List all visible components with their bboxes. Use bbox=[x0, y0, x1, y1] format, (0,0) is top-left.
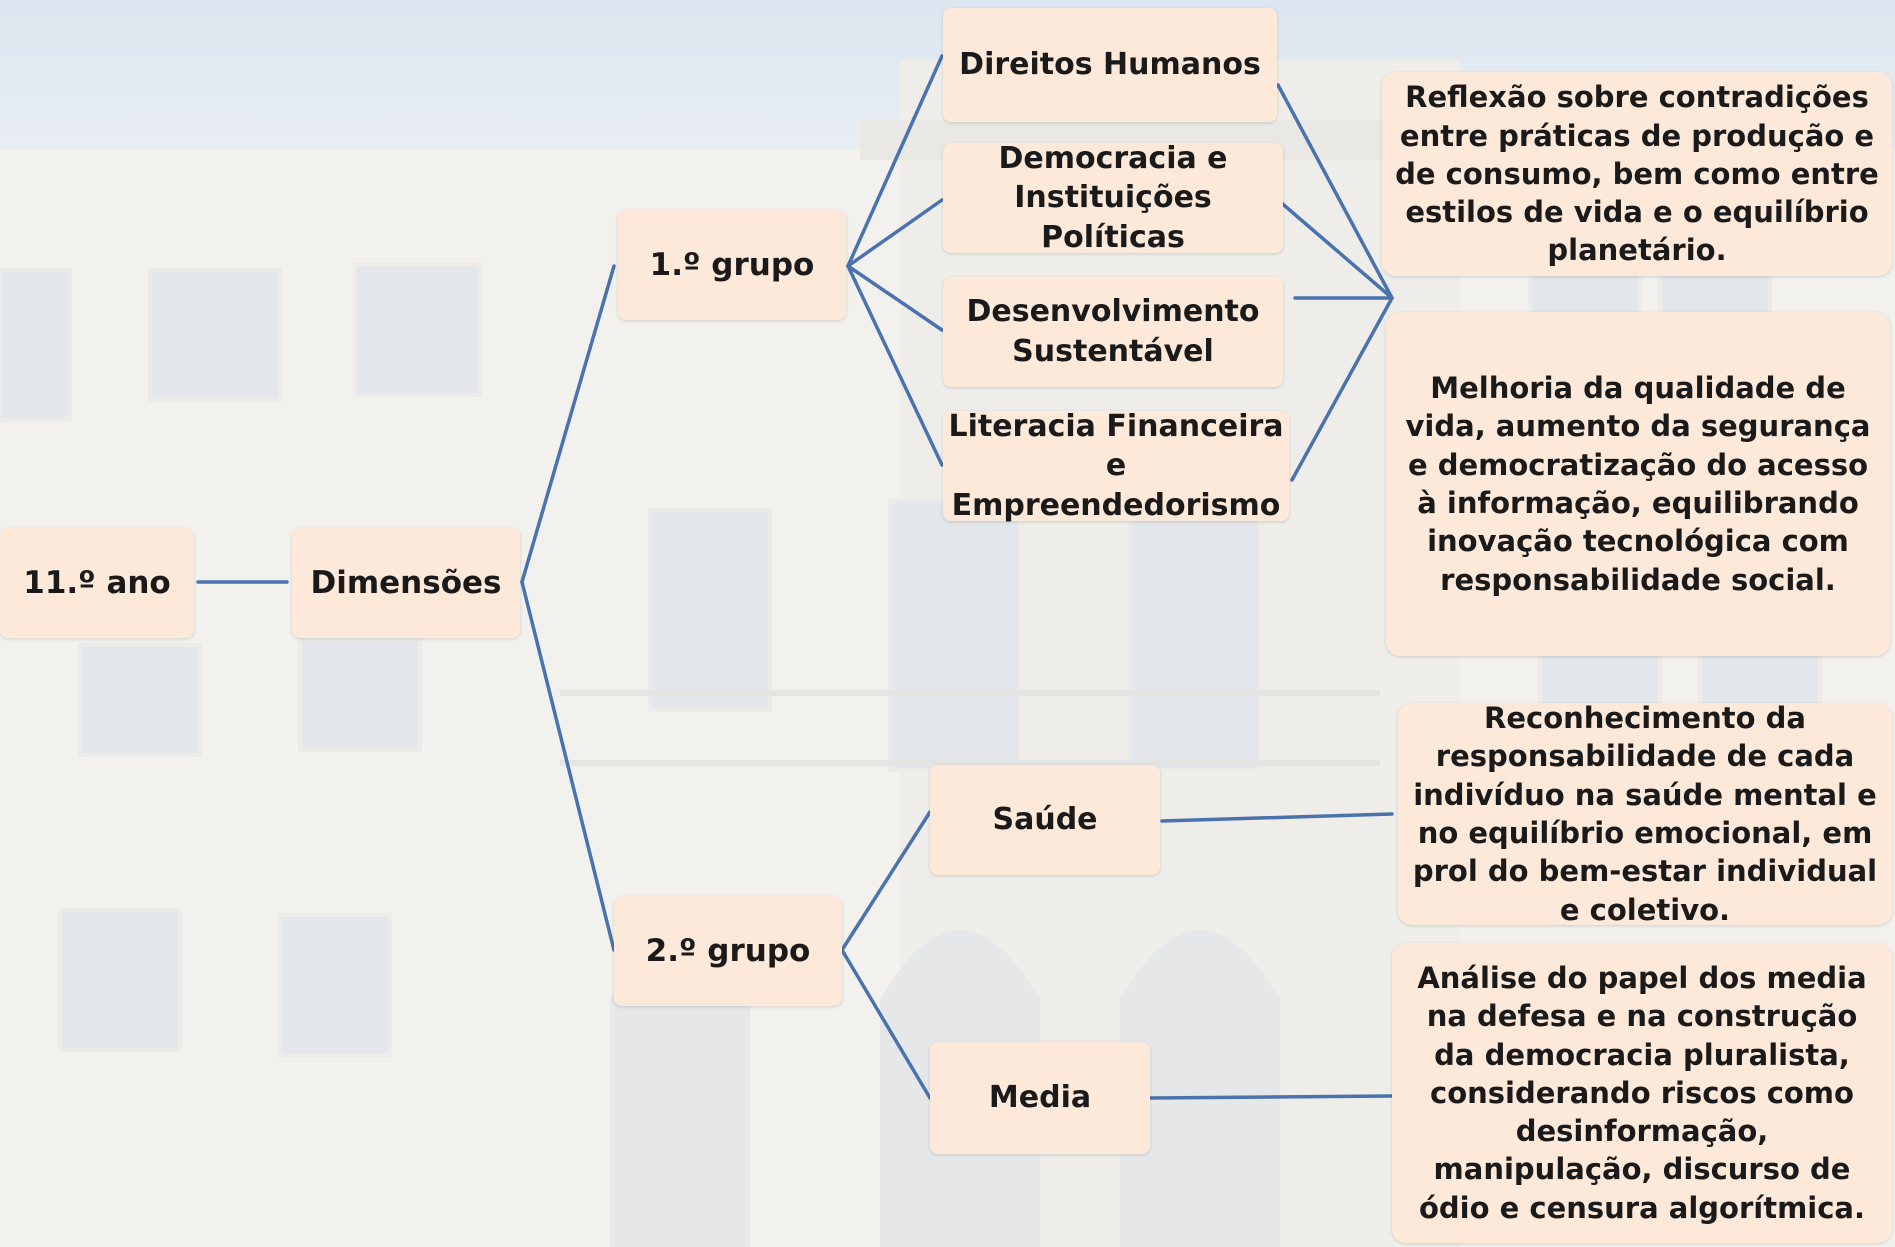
description-media-democracia: Análise do papel dos media na defesa e n… bbox=[1392, 943, 1892, 1243]
connector-topic1-desc bbox=[1276, 83, 1394, 300]
connector-topic2-desc bbox=[1276, 198, 1394, 300]
group-1-node: 1.º grupo bbox=[618, 210, 846, 320]
topic-desenvolvimento-sustentavel: Desenvolvimento Sustentável bbox=[943, 277, 1283, 387]
connector-group1-topic1 bbox=[846, 54, 944, 268]
connector-group2-topic1 bbox=[840, 810, 932, 952]
root-node: 11.º ano bbox=[0, 528, 194, 638]
dimensions-node: Dimensões bbox=[292, 528, 520, 638]
connector-topic6-desc bbox=[1148, 1094, 1394, 1100]
connector-group1-topic2 bbox=[846, 198, 944, 268]
connector-group2-topic2 bbox=[840, 948, 932, 1100]
topic-saude: Saúde bbox=[930, 765, 1160, 875]
description-producao-consumo: Reflexão sobre contradições entre prátic… bbox=[1382, 72, 1892, 276]
connector-group1-topic4 bbox=[846, 264, 944, 467]
topic-media: Media bbox=[930, 1042, 1150, 1154]
topic-democracia: Democracia e Instituições Políticas bbox=[943, 141, 1283, 255]
connector-topic5-desc bbox=[1160, 812, 1394, 823]
description-qualidade-de-vida: Melhoria da qualidade de vida, aumento d… bbox=[1386, 312, 1890, 656]
topic-literacia-financeira: Literacia Financeira e Empreendedorismo bbox=[943, 409, 1289, 523]
group-2-node: 2.º grupo bbox=[614, 896, 842, 1006]
topic-direitos-humanos: Direitos Humanos bbox=[943, 8, 1277, 122]
connector-dimensions-group1 bbox=[520, 264, 616, 584]
connector-topic4-desc bbox=[1290, 296, 1394, 482]
connector-group1-topic3 bbox=[846, 264, 944, 332]
connector-dimensions-group2 bbox=[520, 580, 616, 952]
description-saude-mental: Reconhecimento da responsabilidade de ca… bbox=[1398, 701, 1892, 927]
